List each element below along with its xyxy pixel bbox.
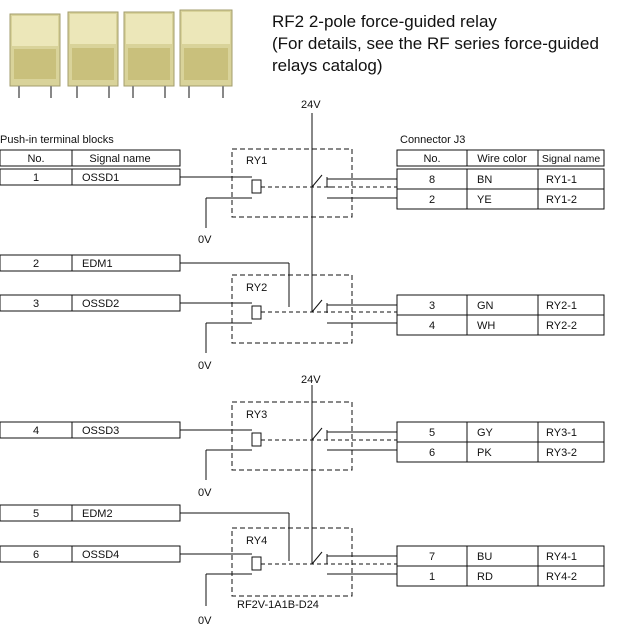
relay-ry4: [180, 440, 397, 606]
relay-label: RY4: [246, 535, 267, 547]
pin-signal: RY3-1: [546, 427, 577, 439]
relay-unit-image: [179, 9, 233, 98]
connector-table-title: Connector J3: [400, 134, 465, 146]
terminal-no: 3: [33, 298, 39, 310]
pin-no: 7: [429, 551, 435, 563]
terminal-signal: OSSD2: [82, 298, 119, 310]
contact-blade: [311, 299, 323, 313]
relay-ry3: [180, 385, 397, 480]
col-header-signal-name: Signal name: [542, 153, 601, 165]
relay-coil-symbol: [251, 305, 262, 320]
terminal-signal: EDM2: [82, 508, 113, 520]
relay-title: RF2 2-pole force-guided relay: [272, 12, 497, 31]
col-header-no: No.: [27, 153, 44, 165]
terminal-no: 6: [33, 549, 39, 561]
terminal-signal: OSSD3: [82, 425, 119, 437]
wire-color: PK: [477, 447, 492, 459]
pin-signal: RY3-2: [546, 447, 577, 459]
contact-blade: [311, 427, 323, 441]
pin-no: 1: [429, 571, 435, 583]
relay-part-number: RF2V-1A1B-D24: [237, 599, 319, 611]
ground-0v-label: 0V: [198, 487, 212, 499]
terminal-signal: OSSD1: [82, 172, 119, 184]
col-header-no: No.: [423, 153, 440, 165]
wire-color: GN: [477, 300, 494, 312]
wire-color: YE: [477, 194, 492, 206]
terminal-signal: OSSD4: [82, 549, 119, 561]
col-header-signal-name: Signal name: [89, 153, 150, 165]
pin-no: 4: [429, 320, 435, 332]
pin-no: 8: [429, 174, 435, 186]
relay-unit-image: [123, 11, 175, 98]
wire-color: RD: [477, 571, 493, 583]
pin-signal: RY1-1: [546, 174, 577, 186]
push-in-table-title: Push-in terminal blocks: [0, 134, 114, 146]
pin-signal: RY2-2: [546, 320, 577, 332]
relay-coil-symbol: [251, 432, 262, 447]
relay-unit-image: [67, 11, 119, 98]
relay-catalog-note: (For details, see the RF series force-gu…: [272, 34, 599, 53]
relay-label: RY1: [246, 155, 267, 167]
pin-signal: RY4-1: [546, 551, 577, 563]
pin-signal: RY1-2: [546, 194, 577, 206]
col-header-wire-color: Wire color: [477, 153, 527, 165]
ground-0v-label: 0V: [198, 360, 212, 372]
relay-coil-symbol: [251, 556, 262, 571]
terminal-no: 5: [33, 508, 39, 520]
relay-label: RY3: [246, 409, 267, 421]
supply-24v-label: 24V: [301, 374, 321, 386]
wire-color: WH: [477, 320, 495, 332]
wire-color: BU: [477, 551, 492, 563]
relay-ry1: [180, 113, 397, 228]
relay-product-photo: [9, 9, 233, 98]
ground-0v-label: 0V: [198, 615, 212, 627]
relay-ry2: [180, 187, 397, 353]
contact-blade: [311, 551, 323, 565]
pin-no: 2: [429, 194, 435, 206]
relay-coil-symbol: [251, 179, 262, 194]
push-in-terminal-table: [0, 149, 181, 563]
terminal-no: 4: [33, 425, 39, 437]
relay-catalog-note-cont: relays catalog): [272, 56, 383, 75]
pin-signal: RY2-1: [546, 300, 577, 312]
pin-no: 3: [429, 300, 435, 312]
relay-unit-image: [9, 13, 61, 98]
terminal-signal: EDM1: [82, 258, 113, 270]
wire-color: GY: [477, 427, 494, 439]
pin-no: 5: [429, 427, 435, 439]
terminal-no: 2: [33, 258, 39, 270]
connector-j3-table: [396, 149, 605, 587]
ground-0v-label: 0V: [198, 234, 212, 246]
wire-color: BN: [477, 174, 492, 186]
pin-signal: RY4-2: [546, 571, 577, 583]
pin-no: 6: [429, 447, 435, 459]
terminal-no: 1: [33, 172, 39, 184]
contact-blade: [311, 174, 323, 188]
supply-24v-label: 24V: [301, 99, 321, 111]
relay-label: RY2: [246, 282, 267, 294]
